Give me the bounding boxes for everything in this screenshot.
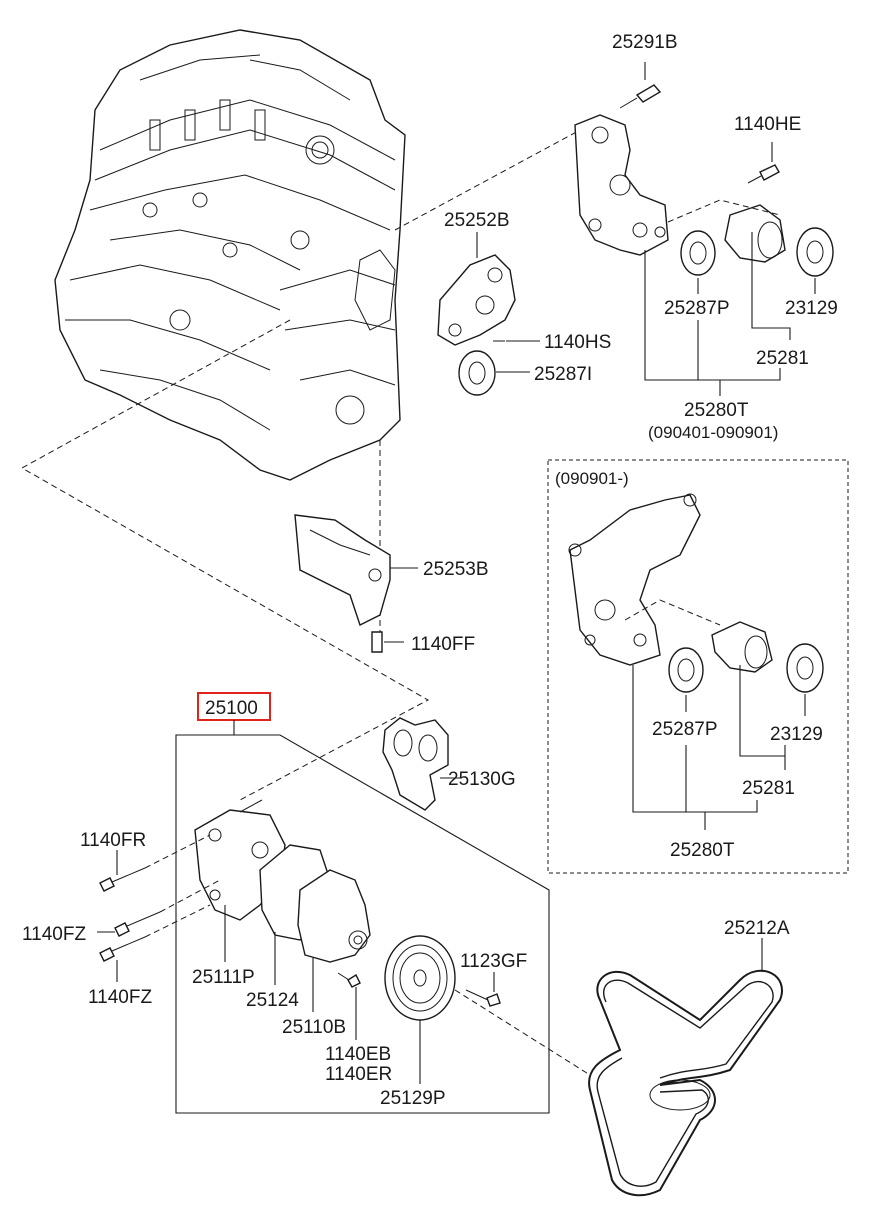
bolt-1140fz-b-drawing bbox=[99, 936, 146, 962]
gasket-25130g-drawing bbox=[382, 717, 449, 811]
tensioner-assembly-top bbox=[574, 84, 834, 277]
label-25287P-box: 25287P bbox=[652, 719, 718, 740]
engine-assembly-drawing bbox=[54, 29, 406, 481]
label-25287P-top: 25287P bbox=[664, 298, 730, 319]
label-25280T-top-range: (090401-090901) bbox=[648, 423, 778, 442]
label-25111P: 25111P bbox=[192, 967, 255, 988]
water-pump-drawing bbox=[194, 799, 371, 963]
label-1123GF: 1123GF bbox=[460, 951, 527, 972]
label-25281-box: 25281 bbox=[742, 778, 795, 799]
label-1140EB: 1140EB bbox=[325, 1044, 391, 1065]
label-25280T-box: 25280T bbox=[670, 840, 735, 861]
label-25253B: 25253B bbox=[423, 559, 489, 580]
mount-25253b-drawing bbox=[294, 514, 391, 653]
group-outline-25100 bbox=[175, 734, 550, 1114]
bracket-25252b-drawing bbox=[437, 254, 516, 396]
bolt-1140fz-a-drawing bbox=[114, 911, 161, 937]
dashed-guide-engine-pump bbox=[20, 319, 430, 801]
belt-25212a-drawing bbox=[588, 969, 783, 1197]
tensioner-assembly-box bbox=[568, 493, 824, 693]
variant-box-090901 bbox=[547, 459, 849, 874]
dashed-guide-engine-bracket bbox=[394, 129, 581, 231]
label-25110B: 25110B bbox=[282, 1017, 346, 1038]
label-25287I: 25287I bbox=[534, 364, 592, 385]
bolt-1140eb-drawing bbox=[337, 972, 361, 988]
pulley-25129p-drawing bbox=[384, 935, 456, 1021]
bolt-1140fr-drawing bbox=[99, 867, 146, 892]
label-1140ER: 1140ER bbox=[325, 1064, 392, 1085]
label-25212A: 25212A bbox=[724, 918, 790, 939]
label-23129-box: 23129 bbox=[770, 724, 823, 745]
label-1140FR: 1140FR bbox=[80, 830, 146, 851]
label-25291B: 25291B bbox=[612, 32, 678, 53]
label-1140FZ-a: 1140FZ bbox=[22, 924, 86, 945]
label-1140FZ-b: 1140FZ bbox=[88, 987, 152, 1008]
label-25281-top: 25281 bbox=[756, 348, 809, 369]
label-25100: 25100 bbox=[205, 698, 258, 719]
label-25124: 25124 bbox=[246, 990, 299, 1011]
label-25129P: 25129P bbox=[380, 1088, 446, 1109]
label-25252B: 25252B bbox=[444, 210, 510, 231]
label-1140HS: 1140HS bbox=[544, 332, 611, 353]
label-25280T-top: 25280T bbox=[684, 400, 749, 421]
bolt-1123gf-drawing bbox=[465, 989, 501, 1007]
label-variant-090901: (090901-) bbox=[555, 469, 629, 488]
label-1140FF: 1140FF bbox=[411, 634, 475, 655]
label-23129-top: 23129 bbox=[785, 298, 838, 319]
label-1140HE: 1140HE bbox=[734, 114, 801, 135]
label-25130G: 25130G bbox=[448, 769, 516, 790]
